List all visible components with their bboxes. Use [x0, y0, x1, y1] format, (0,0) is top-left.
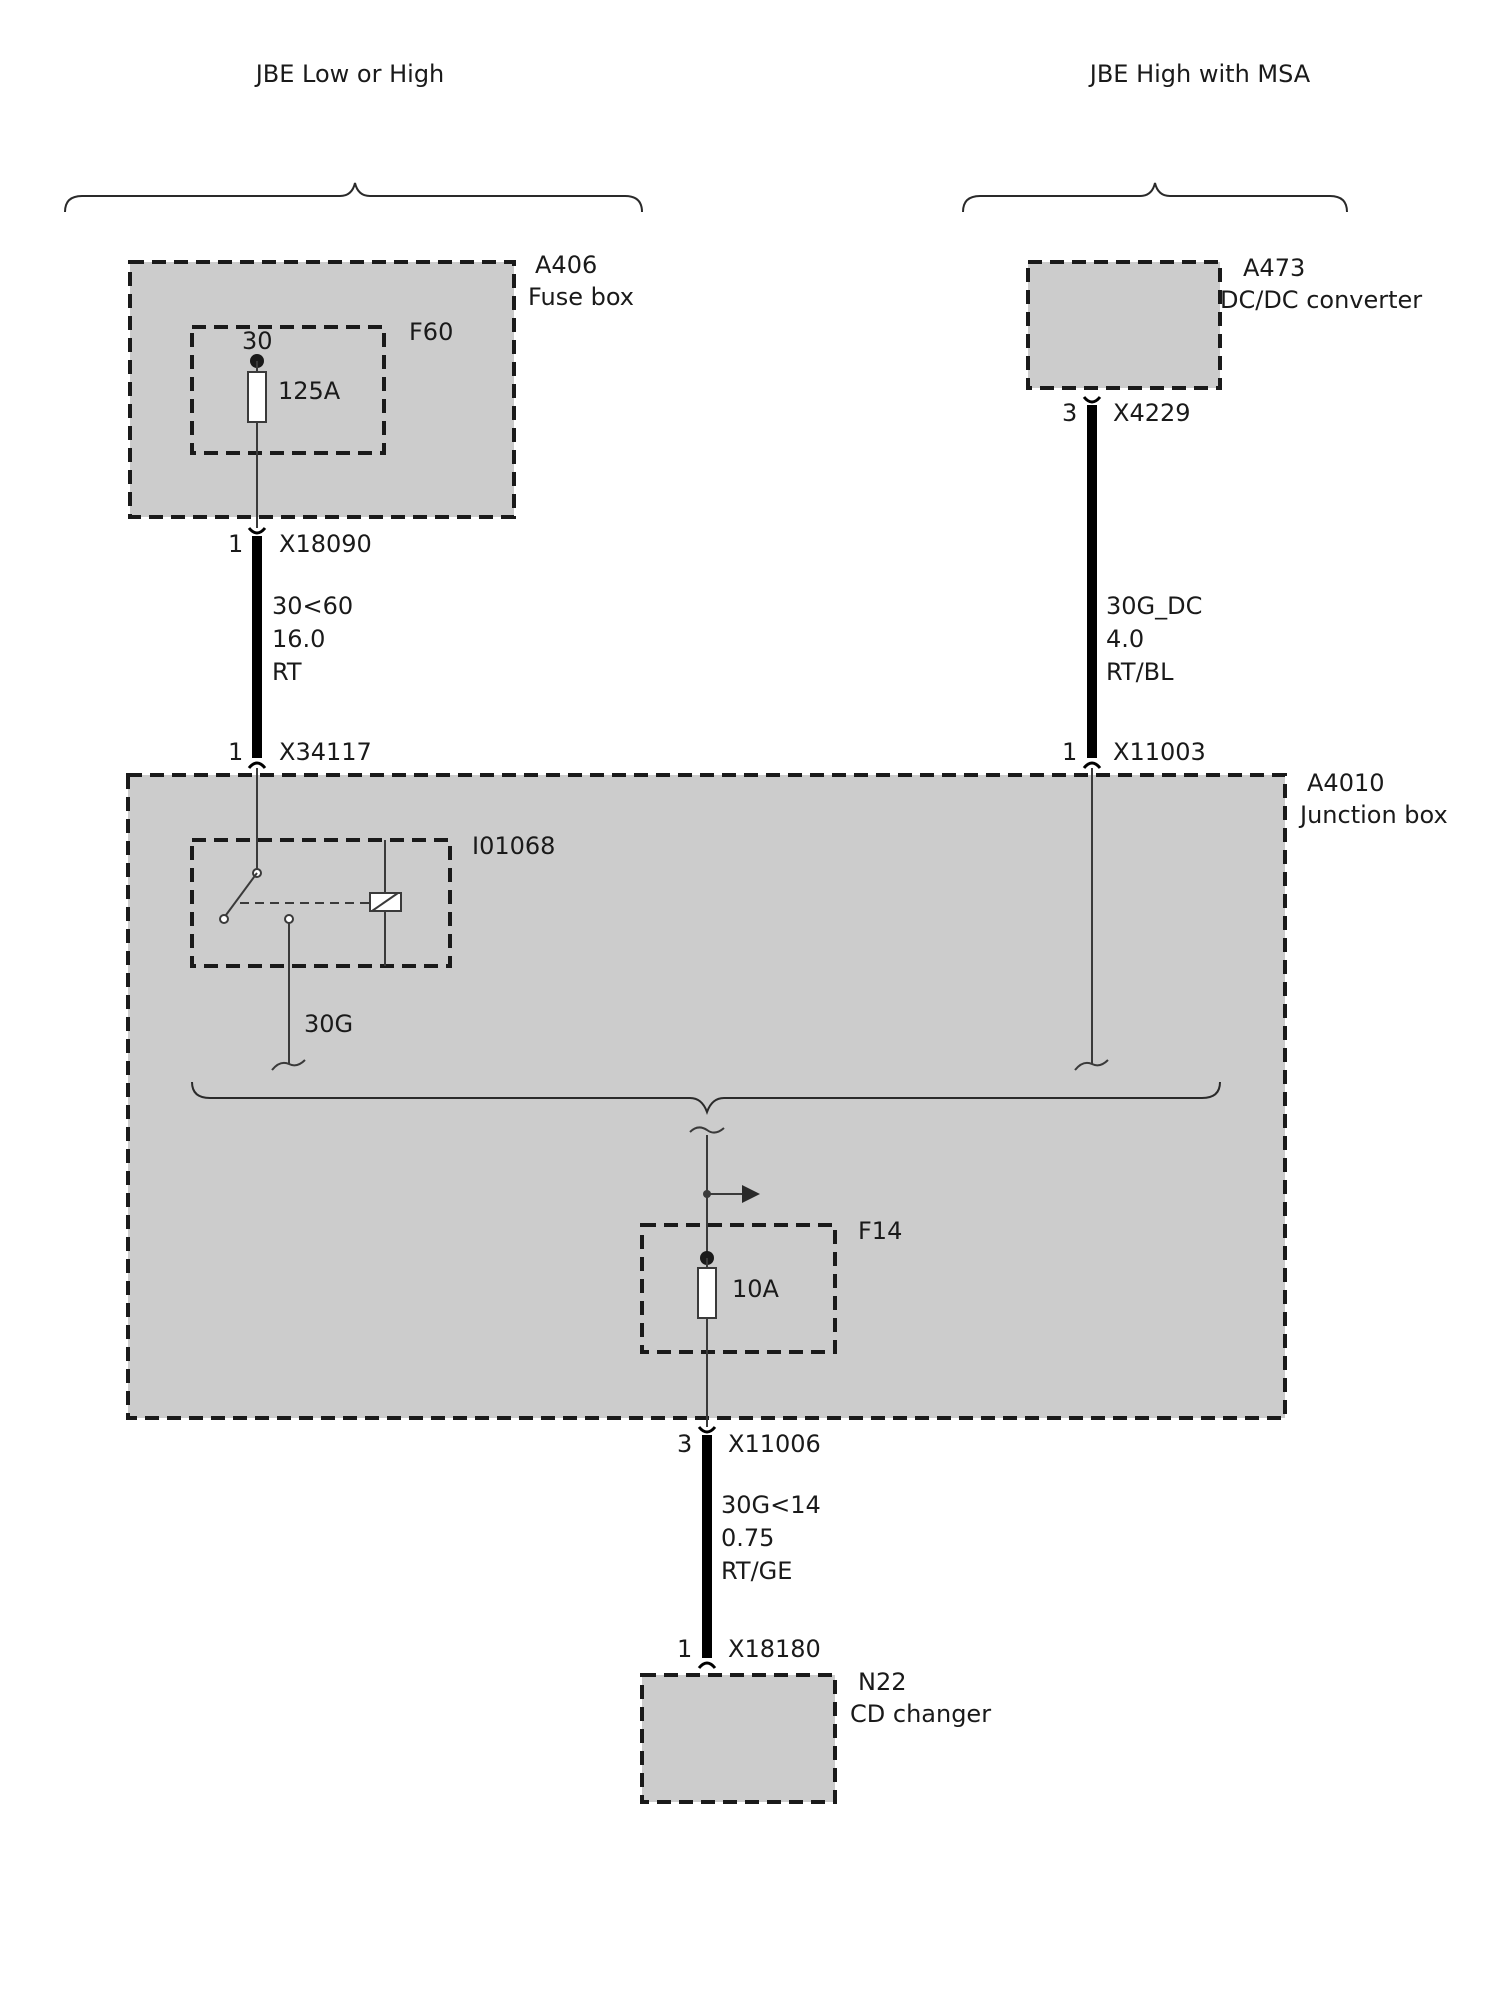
group-label-left: JBE Low or High: [254, 60, 445, 88]
connector-x11006-symbol: [697, 1426, 717, 1434]
f60-terminal: 30: [242, 327, 273, 355]
dcdc-converter-a473: [1026, 260, 1222, 390]
wire-2-signal: 30G_DC: [1106, 592, 1202, 620]
n22-name: CD changer: [850, 1700, 991, 1728]
internal-brace: [191, 1081, 1221, 1115]
x18090-id: X18090: [279, 530, 372, 558]
x4229-pin: 3: [1062, 399, 1077, 427]
x18180-pin: 1: [677, 1635, 692, 1663]
a4010-name: Junction box: [1298, 801, 1448, 829]
connector-x18180-symbol: [697, 1661, 717, 1669]
a4010-id: A4010: [1307, 769, 1385, 797]
connector-x18090-symbol: [247, 527, 267, 535]
f14-rating: 10A: [732, 1275, 780, 1303]
group-brace-left: [64, 182, 643, 213]
fuse-f14-frame: [640, 1223, 837, 1354]
relay-contact-nc: [219, 914, 229, 924]
wire-2-gauge: 4.0: [1106, 625, 1144, 653]
x11003-pin: 1: [1062, 738, 1077, 766]
relay-contact-no: [284, 914, 294, 924]
connector-x34117-symbol: [247, 761, 267, 769]
relay-i01068-frame: [190, 838, 452, 968]
group-brace-right: [962, 182, 1348, 213]
wire-3-gauge: 0.75: [721, 1524, 774, 1552]
x11003-id: X11003: [1113, 738, 1206, 766]
n22-id: N22: [858, 1668, 907, 1696]
relay-id: I01068: [472, 832, 555, 860]
group-label-right: JBE High with MSA: [1088, 60, 1311, 88]
x11006-id: X11006: [728, 1430, 821, 1458]
internal-30g-label: 30G: [304, 1010, 353, 1038]
connector-x4229-symbol: [1082, 396, 1102, 404]
fuse-f60-icon: [247, 371, 267, 423]
x18090-pin: 1: [228, 530, 243, 558]
x4229-id: X4229: [1113, 399, 1191, 427]
a406-name: Fuse box: [528, 283, 634, 311]
x34117-id: X34117: [279, 738, 372, 766]
f14-id: F14: [858, 1217, 902, 1245]
fuse-f60-frame: [190, 325, 386, 455]
wire-2-color: RT/BL: [1106, 658, 1174, 686]
fuse-f14-icon: [697, 1267, 717, 1319]
x18180-id: X18180: [728, 1635, 821, 1663]
wire-1-signal: 30<60: [272, 592, 353, 620]
f60-id: F60: [409, 318, 453, 346]
wire-break-right: [1074, 1059, 1109, 1071]
x34117-pin: 1: [228, 738, 243, 766]
cd-changer-n22: [640, 1673, 837, 1804]
bus-continuation-arrow: [742, 1185, 760, 1203]
wire-3-color: RT/GE: [721, 1557, 792, 1585]
connector-x11003-symbol: [1082, 761, 1102, 769]
wire-1-gauge: 16.0: [272, 625, 325, 653]
a473-id: A473: [1243, 254, 1305, 282]
wire-1-color: RT: [272, 658, 302, 686]
wire-3-signal: 30G<14: [721, 1491, 821, 1519]
relay-switch-blade: [225, 872, 258, 916]
wire-break-left: [271, 1059, 306, 1071]
wire-break-center: [689, 1126, 725, 1134]
f60-rating: 125A: [278, 377, 341, 405]
x11006-pin: 3: [677, 1430, 692, 1458]
a406-id: A406: [535, 251, 597, 279]
a473-name: DC/DC converter: [1220, 286, 1422, 314]
